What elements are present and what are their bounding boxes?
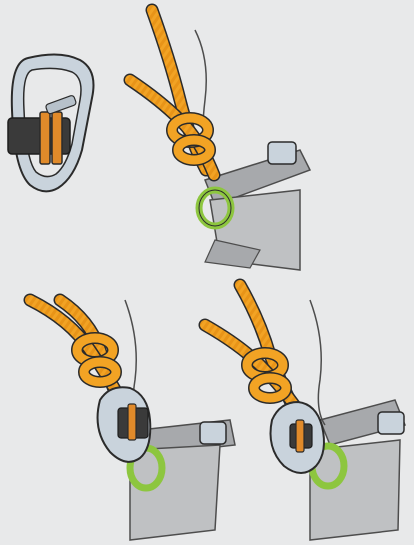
carabiner-icon — [271, 402, 325, 473]
figure-eight-with-carabiner-panel — [30, 300, 235, 540]
carabiner-detail-panel — [8, 54, 94, 191]
figure-eight-with-carabiner-locked-panel — [205, 285, 405, 540]
figure-eight-tie-in-panel — [130, 10, 310, 270]
carabiner-icon — [98, 387, 151, 462]
carabiner-icon — [8, 54, 94, 191]
